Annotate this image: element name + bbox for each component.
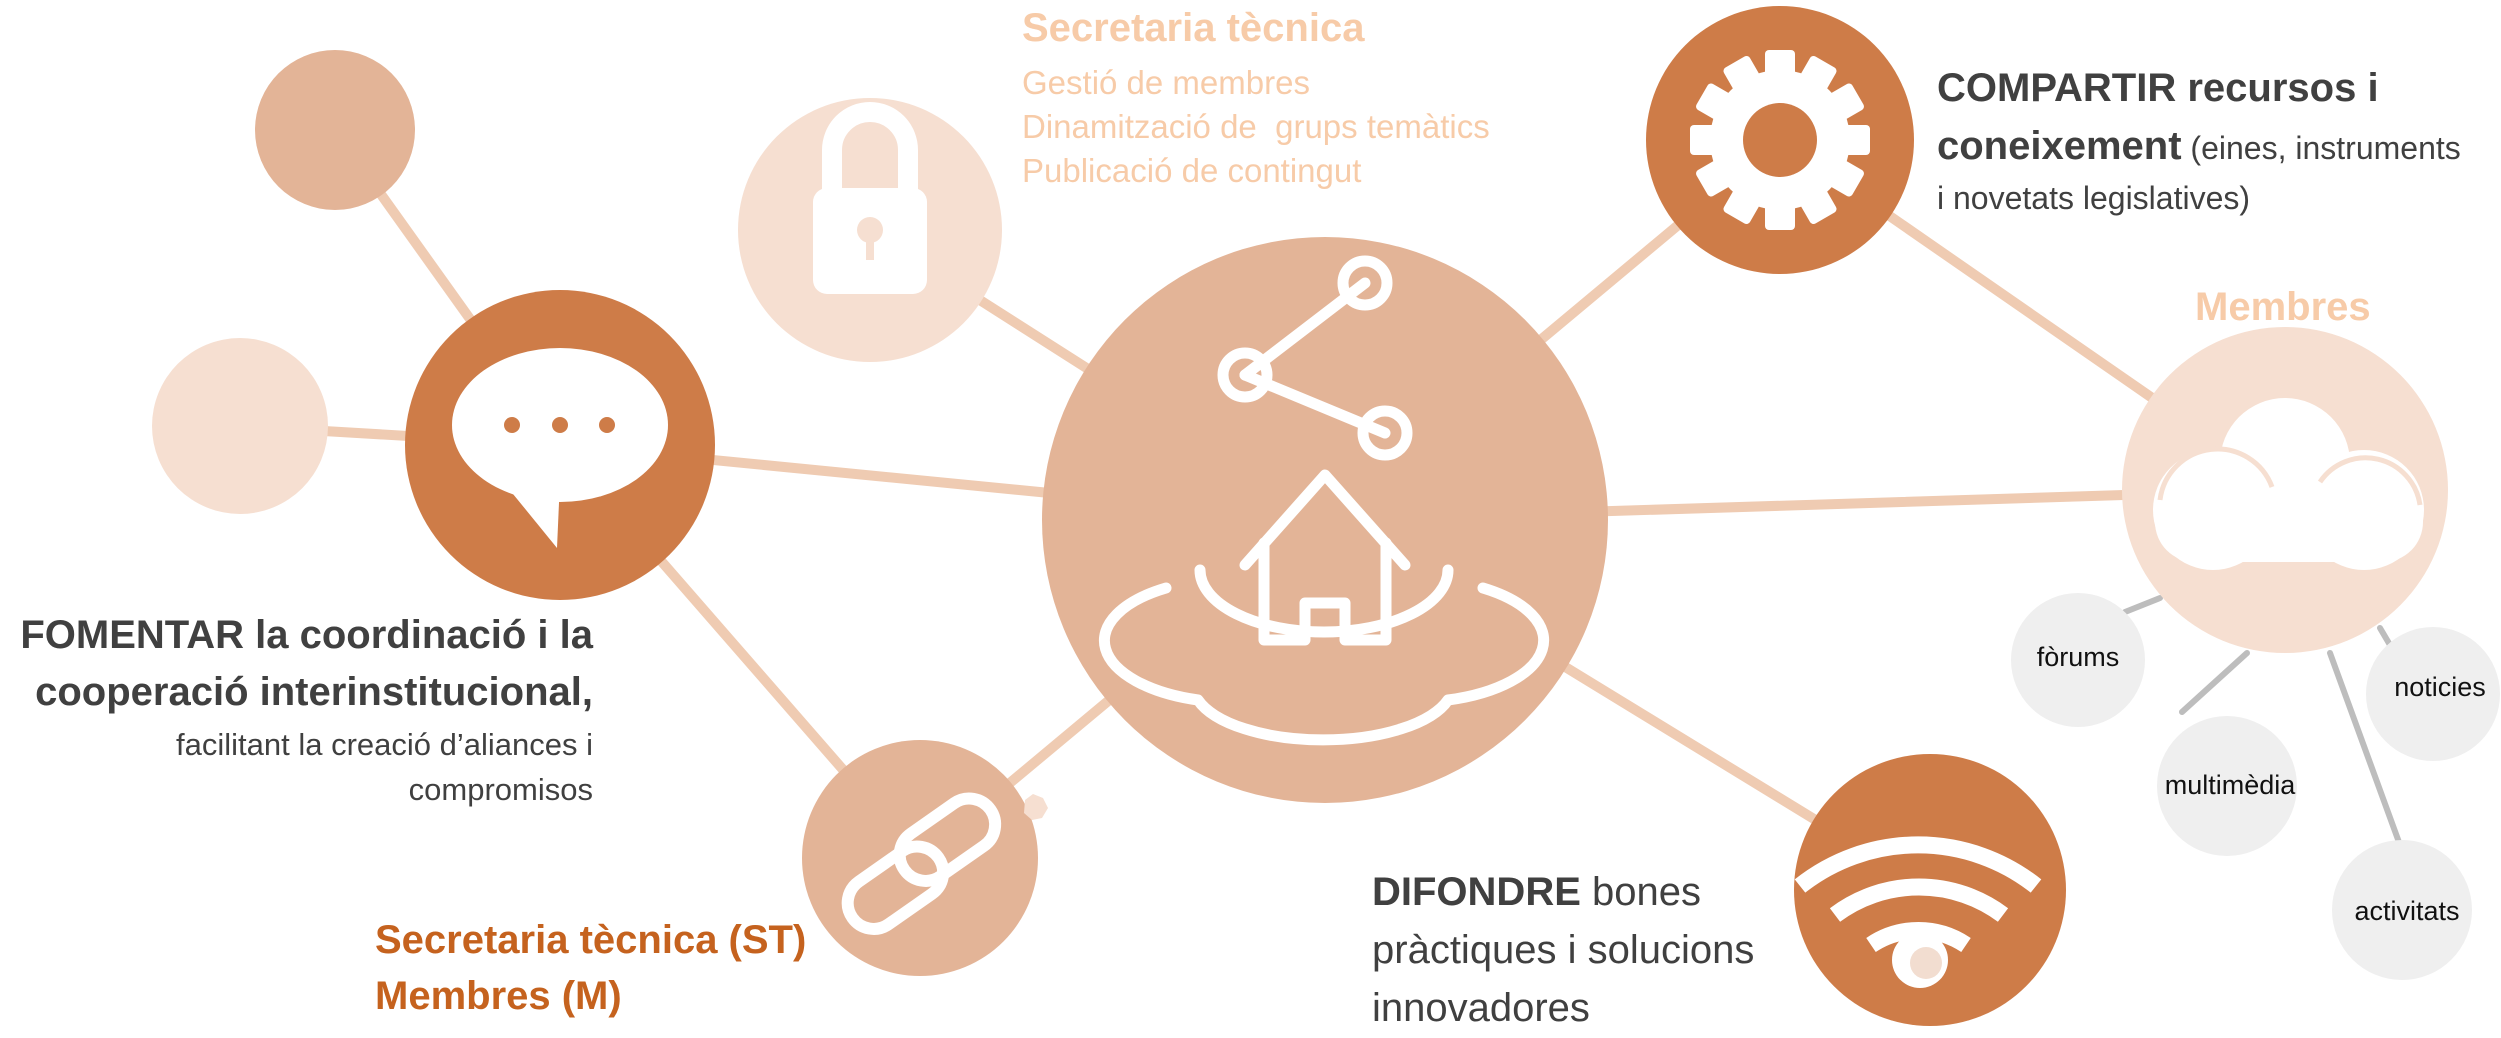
legend-m: Membres (M) bbox=[375, 974, 622, 1018]
small-node-left bbox=[152, 338, 328, 514]
difondre-bold-word: DIFONDRE bbox=[1372, 870, 1581, 914]
lock-node bbox=[738, 98, 1002, 362]
compartir-line3: i novetats legislatives) bbox=[1937, 180, 2251, 216]
difondre-rest: bones bbox=[1580, 870, 1701, 914]
difondre-line1: DIFONDRE bones bbox=[1372, 870, 1701, 915]
compartir-bold-word: coneixement bbox=[1937, 124, 2182, 168]
gear-icon bbox=[1690, 50, 1870, 230]
line-cloud-to-multimedia bbox=[2179, 650, 2250, 715]
noticies-label: noticies bbox=[2394, 672, 2486, 702]
wifi-icon bbox=[1794, 836, 2042, 953]
lock-icon bbox=[813, 102, 927, 294]
activitats-label: activitats bbox=[2354, 896, 2460, 926]
share-home-icon bbox=[1098, 255, 1550, 746]
membres-title: Membres bbox=[2195, 285, 2371, 329]
forums-label: fòrums bbox=[2036, 642, 2120, 672]
line-cloud-to-noticies bbox=[2377, 625, 2393, 648]
secretaria-title: Secretaria tècnica bbox=[1022, 6, 1365, 50]
difondre-line2: pràctiques i solucions bbox=[1372, 928, 1755, 972]
small-node-top bbox=[255, 50, 415, 210]
noticies-node bbox=[2366, 627, 2500, 761]
fomentar-line3: facilitant la creació d’aliances i bbox=[176, 727, 593, 762]
legend-st: Secretaria tècnica (ST) bbox=[375, 918, 807, 962]
cloud-node bbox=[2122, 327, 2448, 653]
speech-bubble-icon bbox=[452, 348, 668, 548]
fomentar-line2: cooperació interinstitucional, bbox=[35, 670, 593, 714]
forums-node bbox=[2011, 593, 2145, 727]
fomentar-line1: FOMENTAR la coordinació i la bbox=[20, 613, 593, 657]
link-node bbox=[802, 740, 1048, 976]
chain-link-icon bbox=[841, 792, 1002, 935]
line-cloud-to-forums bbox=[2122, 595, 2163, 615]
secretaria-item-content: Publicació de contingut bbox=[1022, 152, 1362, 189]
compartir-line2: coneixement (eines, instruments bbox=[1937, 124, 2461, 169]
secretaria-item-groups: Dinamització de grups temàtics bbox=[1022, 108, 1490, 145]
multimedia-node bbox=[2157, 716, 2297, 856]
compartir-rest: (eines, instruments bbox=[2181, 130, 2461, 166]
wifi-node bbox=[1794, 754, 2066, 1026]
line-cloud-to-activitats bbox=[2327, 650, 2403, 848]
grey-connector-lines bbox=[2122, 595, 2403, 848]
secretaria-item-members: Gestió de membres bbox=[1022, 64, 1310, 101]
activitats-node bbox=[2332, 840, 2472, 980]
gear-node bbox=[1646, 6, 1914, 274]
fomentar-line4: compromisos bbox=[408, 772, 593, 807]
multimedia-label: multimèdia bbox=[2164, 770, 2296, 800]
central-node bbox=[1042, 237, 1608, 803]
link-spark bbox=[1024, 794, 1048, 820]
cloud-icon bbox=[2153, 398, 2424, 570]
compartir-line1: COMPARTIR recursos i bbox=[1937, 66, 2379, 110]
speech-node bbox=[405, 290, 715, 600]
difondre-line3: innovadores bbox=[1372, 986, 1590, 1030]
cloud-inner-lines bbox=[2157, 446, 2423, 506]
